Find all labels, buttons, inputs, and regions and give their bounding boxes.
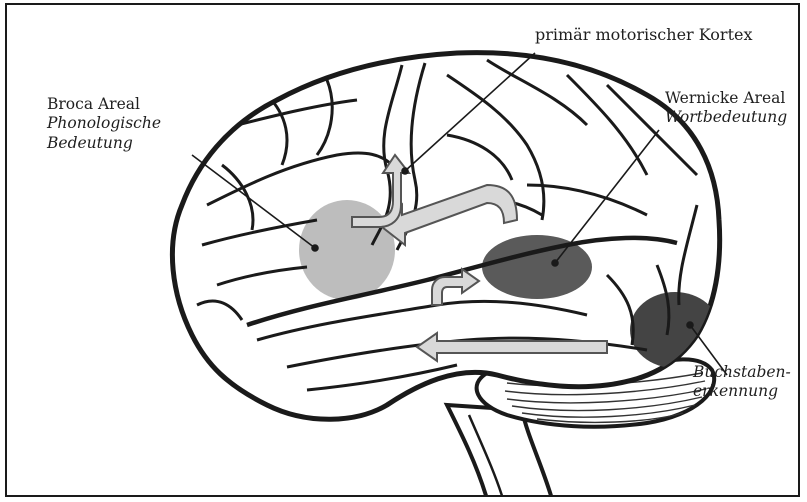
letter-recognition-line1: Buchstaben- (693, 363, 791, 382)
broca-function-line1: Phonologische (47, 114, 161, 133)
wernicke-name: Wernicke Areal (665, 89, 787, 108)
letter-recognition-line2: erkennung (693, 382, 791, 401)
brain-diagram (7, 5, 800, 497)
wernicke-function: Wortbedeutung (665, 108, 787, 127)
broca-name: Broca Areal (47, 95, 161, 114)
letter-recognition-area (630, 292, 720, 368)
diagram-frame: primär motorischer Kortex Broca Areal Ph… (5, 3, 800, 497)
motor-cortex-label: primär motorischer Kortex (535, 25, 753, 45)
wernicke-label-group: Wernicke Areal Wortbedeutung (665, 89, 787, 128)
broca-label-group: Broca Areal Phonologische Bedeutung (47, 95, 161, 153)
broca-function-line2: Bedeutung (47, 134, 161, 153)
letter-recognition-label-group: Buchstaben- erkennung (693, 363, 791, 402)
